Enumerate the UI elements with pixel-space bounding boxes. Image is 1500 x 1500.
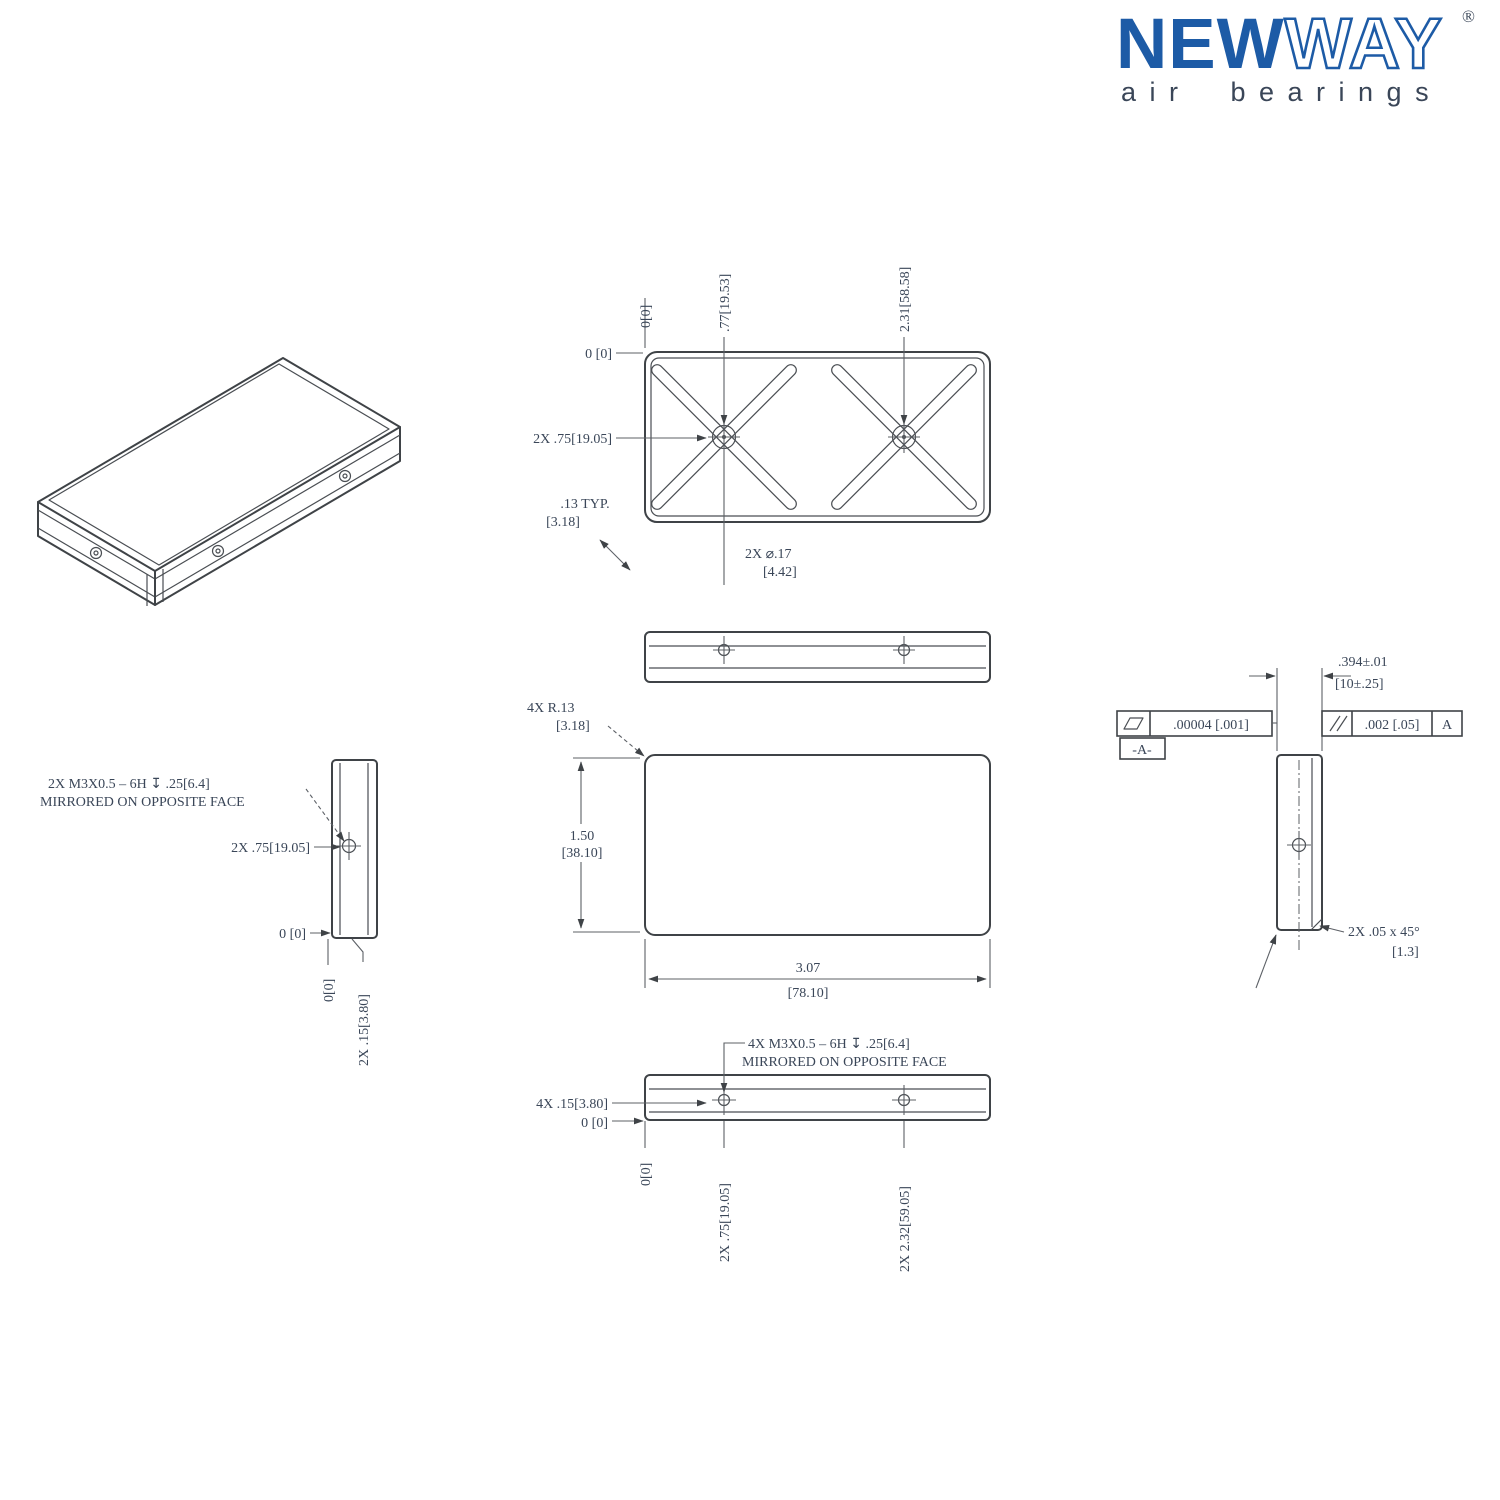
thread-callout: 4X M3X0.5 – 6H ↧ .25[6.4]	[748, 1037, 910, 1052]
dim-origin: 0 [0]	[279, 927, 306, 942]
thread-callout-note: MIRRORED ON OPPOSITE FACE	[742, 1055, 947, 1070]
dim-height-metric: [38.10]	[562, 846, 603, 861]
threaded-hole	[338, 469, 352, 483]
bottom-view: 4X M3X0.5 – 6H ↧ .25[6.4] MIRRORED ON OP…	[536, 1037, 991, 1272]
dim-height: 1.50	[570, 829, 595, 844]
dim-origin-bottom: 0[0]	[639, 1163, 654, 1186]
top-view-chamfer-edge	[650, 357, 985, 517]
groove-slot	[651, 364, 797, 510]
bottom-view-outline	[644, 1074, 991, 1121]
dim-chamfer: 2X .05 x 45°	[1348, 925, 1420, 940]
groove-x-pattern-left	[651, 364, 797, 510]
side-hole-mark	[337, 832, 361, 860]
threaded-hole	[89, 546, 103, 560]
dim-chamfer-depth: 2X .15[3.80]	[357, 994, 372, 1066]
dim-corner-radius-metric: [3.18]	[556, 719, 590, 734]
parallelism-icon	[1329, 715, 1341, 732]
thread-leader	[305, 788, 345, 842]
groove-width-arrows	[599, 539, 631, 571]
ordinate-leader	[351, 938, 364, 962]
iso-chamfer-line	[37, 509, 156, 580]
flatness-value: .00004 [.001]	[1173, 718, 1249, 733]
parallelism-value: .002 [.05]	[1365, 718, 1420, 733]
iso-chamfer-line	[154, 452, 401, 598]
edge-view	[644, 631, 991, 683]
dim-origin-y: 0 [0]	[585, 347, 612, 362]
dim-corner-radius: 4X R.13	[527, 701, 574, 716]
thread-callout-note: MIRRORED ON OPPOSITE FACE	[40, 795, 245, 810]
groove-slot	[651, 364, 797, 510]
logo: NEWWAY ® air bearings	[1116, 4, 1475, 107]
isometric-view	[37, 357, 401, 606]
front-view: 4X R.13 [3.18] 1.50 [38.10] 3.07 [78.10]	[527, 701, 991, 1001]
dim-text-mask	[553, 824, 609, 862]
dim-groove-width-metric: [3.18]	[546, 515, 580, 530]
side-hole-mark	[1287, 831, 1311, 859]
dim-groove-width: .13 TYP.	[560, 497, 609, 512]
registered-trademark-icon: ®	[1462, 7, 1475, 26]
groove-slot	[831, 364, 977, 510]
threaded-hole	[211, 544, 225, 558]
groove-slot	[831, 364, 977, 510]
corner-chamfer	[1310, 918, 1323, 931]
parallelism-icon	[1336, 715, 1348, 732]
iso-top-chamfer-edge	[48, 363, 390, 566]
dim-length: 3.07	[796, 961, 821, 976]
groove-x-pattern-right	[831, 364, 977, 510]
iso-chamfer-line	[154, 434, 401, 580]
right-side-view: .394±.01 [10±.25] .00004 [.001] -A- .002…	[1116, 655, 1463, 989]
iso-side-outline	[37, 426, 401, 606]
dim-thickness-metric: [10±.25]	[1335, 677, 1384, 692]
dim-hole2-x: 2X 2.32[59.05]	[898, 1186, 913, 1272]
parallelism-datum: A	[1442, 718, 1453, 733]
logo-tagline: air bearings	[1121, 77, 1442, 107]
dim-chamfer: 4X .15[3.80]	[536, 1097, 608, 1112]
iso-chamfer-line	[37, 527, 156, 598]
dim-hole-y: 2X .75[19.05]	[231, 841, 310, 856]
front-view-outline	[644, 754, 991, 936]
dim-origin-bottom: 0[0]	[322, 979, 337, 1002]
logo-text-solid: NEW	[1116, 5, 1285, 84]
dim-chamfer-metric: [1.3]	[1392, 945, 1419, 960]
flatness-datum-label: -A-	[1132, 743, 1152, 758]
dim-origin-x: 0[0]	[639, 305, 654, 328]
dim-origin: 0 [0]	[581, 1116, 608, 1131]
mount-hole-mark	[892, 1085, 916, 1115]
top-view-outline	[644, 351, 991, 523]
chamfer-leader	[1319, 924, 1345, 933]
threaded-hole-center	[342, 473, 348, 479]
logo-wordmark: NEWWAY	[1116, 5, 1443, 84]
iso-top-face	[37, 357, 401, 572]
dim-thickness: .394±.01	[1338, 655, 1388, 670]
top-view: 0[0] .77[19.53] 2.31[58.58] 0 [0] 2X .75…	[533, 267, 991, 585]
dim-hole1-x: 2X .75[19.05]	[718, 1183, 733, 1262]
dim-orifice-metric: [4.42]	[763, 565, 797, 580]
fcf-box	[1321, 710, 1463, 737]
dim-holes-y: 2X .75[19.05]	[533, 432, 612, 447]
thread-callout: 2X M3X0.5 – 6H ↧ .25[6.4]	[48, 777, 210, 792]
flatness-icon	[1123, 717, 1144, 730]
threaded-hole-center	[215, 548, 221, 554]
dim-hole1-x: .77[19.53]	[718, 274, 733, 332]
datum-box	[1119, 737, 1166, 760]
dim-length-metric: [78.10]	[788, 986, 829, 1001]
left-side-view: 2X M3X0.5 – 6H ↧ .25[6.4] MIRRORED ON OP…	[40, 759, 378, 1066]
parallelism-control-frame: .002 [.05] A	[1321, 710, 1463, 737]
iso-side-holes	[89, 469, 352, 560]
dim-orifice: 2X ⌀.17	[745, 547, 792, 562]
thread-leader	[720, 1042, 745, 1093]
dim-hole2-x: 2.31[58.58]	[898, 267, 913, 332]
edge-hole-mark	[713, 636, 735, 664]
threaded-hole-center	[93, 550, 99, 556]
logo-text-outline: WAY	[1285, 5, 1443, 84]
edge-view-outline	[644, 631, 991, 683]
edge-hole-mark	[893, 636, 915, 664]
flatness-control-frame: .00004 [.001] -A-	[1116, 710, 1277, 760]
radius-leader	[607, 725, 645, 757]
chamfer-leader	[1255, 934, 1277, 989]
